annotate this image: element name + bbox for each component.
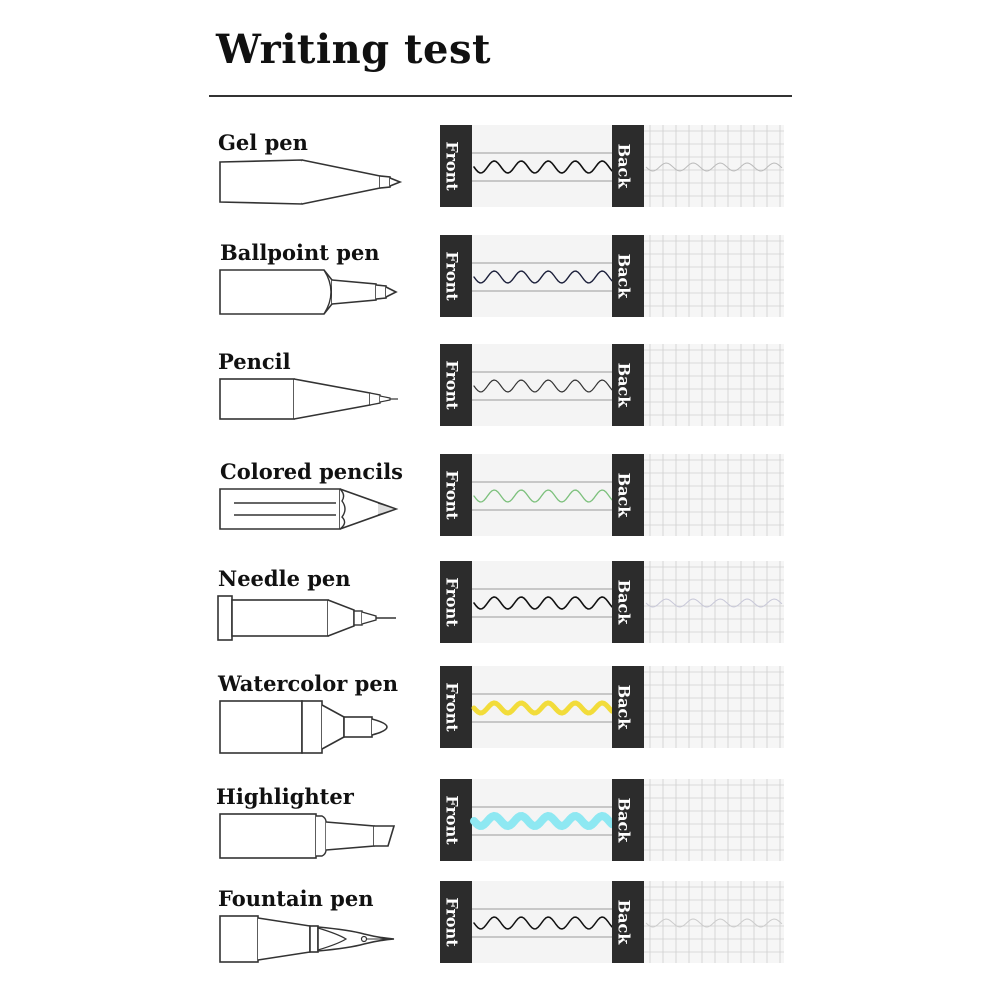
ink-stroke xyxy=(473,489,613,503)
back-label: Back xyxy=(615,798,634,844)
writing-sample-panel: Front Back xyxy=(440,561,784,643)
title-divider xyxy=(209,95,792,97)
writing-sample-panel: Front Back xyxy=(440,235,784,317)
back-label-bar xyxy=(612,881,644,963)
back-grid xyxy=(644,125,784,207)
pen-label: Pencil xyxy=(218,349,291,374)
front-label: Front xyxy=(443,577,462,627)
pen-label: Colored pencils xyxy=(220,459,404,484)
back-paper xyxy=(644,666,784,748)
front-label: Front xyxy=(443,682,462,732)
back-label: Back xyxy=(615,900,634,946)
colored-pencil-icon xyxy=(219,488,399,530)
front-label-bar xyxy=(440,235,472,317)
pen-label: Watercolor pen xyxy=(218,671,398,696)
pen-label: Highlighter xyxy=(216,784,354,809)
back-label: Back xyxy=(615,473,634,519)
fountain-pen-icon xyxy=(219,915,395,963)
back-grid xyxy=(644,235,784,317)
back-label-bar xyxy=(612,454,644,536)
ink-stroke xyxy=(473,270,613,284)
pen-row: Pencil Front Back xyxy=(0,344,1001,457)
highlighter-icon xyxy=(219,813,396,859)
back-label: Back xyxy=(615,144,634,190)
back-label: Back xyxy=(615,254,634,300)
front-label: Front xyxy=(443,470,462,520)
back-paper xyxy=(644,344,784,426)
watercolor-pen-icon xyxy=(219,700,388,754)
back-label: Back xyxy=(615,363,634,409)
pen-row: Gel pen Front Back xyxy=(0,125,1001,238)
back-bleed-trace xyxy=(645,918,783,928)
back-bleed-trace xyxy=(645,162,783,172)
pen-label: Gel pen xyxy=(218,130,308,155)
pen-row: Fountain pen Front Back xyxy=(0,881,1001,994)
writing-sample-panel: Front Back xyxy=(440,666,784,748)
back-grid xyxy=(644,561,784,643)
front-label: Front xyxy=(443,897,462,947)
back-label: Back xyxy=(615,685,634,731)
back-grid xyxy=(644,344,784,426)
pen-label: Needle pen xyxy=(218,566,351,591)
back-label-bar xyxy=(612,125,644,207)
pen-row: Colored pencils Front Back xyxy=(0,454,1001,567)
back-label-bar xyxy=(612,561,644,643)
back-paper xyxy=(644,235,784,317)
pen-row: Ballpoint pen Front Back xyxy=(0,235,1001,348)
back-grid xyxy=(644,779,784,861)
front-label: Front xyxy=(443,360,462,410)
front-label: Front xyxy=(443,141,462,191)
back-bleed-trace xyxy=(645,598,783,608)
ink-stroke xyxy=(473,160,613,174)
writing-sample-panel: Front Back xyxy=(440,125,784,207)
front-label-bar xyxy=(440,125,472,207)
back-paper xyxy=(644,454,784,536)
back-label-bar xyxy=(612,344,644,426)
pen-label: Ballpoint pen xyxy=(220,240,380,265)
front-label-bar xyxy=(440,344,472,426)
front-label-bar xyxy=(440,881,472,963)
back-label-bar xyxy=(612,779,644,861)
pencil-icon xyxy=(219,378,398,420)
front-label-bar xyxy=(440,666,472,748)
front-label-bar xyxy=(440,561,472,643)
pen-label: Fountain pen xyxy=(218,886,374,911)
back-paper xyxy=(644,779,784,861)
ink-stroke xyxy=(471,700,615,716)
front-label: Front xyxy=(443,795,462,845)
ballpoint-pen-icon xyxy=(219,269,398,315)
writing-sample-panel: Front Back xyxy=(440,454,784,536)
pen-row: Watercolor pen Front Back xyxy=(0,666,1001,779)
page-title: Writing test xyxy=(216,26,491,73)
back-label: Back xyxy=(615,580,634,626)
gel-pen-icon xyxy=(219,159,403,205)
ink-stroke xyxy=(473,379,613,393)
back-label-bar xyxy=(612,235,644,317)
ink-stroke xyxy=(473,596,613,610)
writing-sample-panel: Front Back xyxy=(440,779,784,861)
front-label: Front xyxy=(443,251,462,301)
pen-row: Highlighter Front Back xyxy=(0,779,1001,892)
pen-row: Needle pen Front Back xyxy=(0,561,1001,674)
back-grid xyxy=(644,666,784,748)
ink-stroke xyxy=(473,916,613,930)
back-label-bar xyxy=(612,666,644,748)
needle-pen-icon xyxy=(217,595,396,641)
ink-stroke xyxy=(470,811,616,831)
writing-sample-panel: Front Back xyxy=(440,881,784,963)
front-label-bar xyxy=(440,454,472,536)
back-grid xyxy=(644,454,784,536)
front-label-bar xyxy=(440,779,472,861)
writing-sample-panel: Front Back xyxy=(440,344,784,426)
